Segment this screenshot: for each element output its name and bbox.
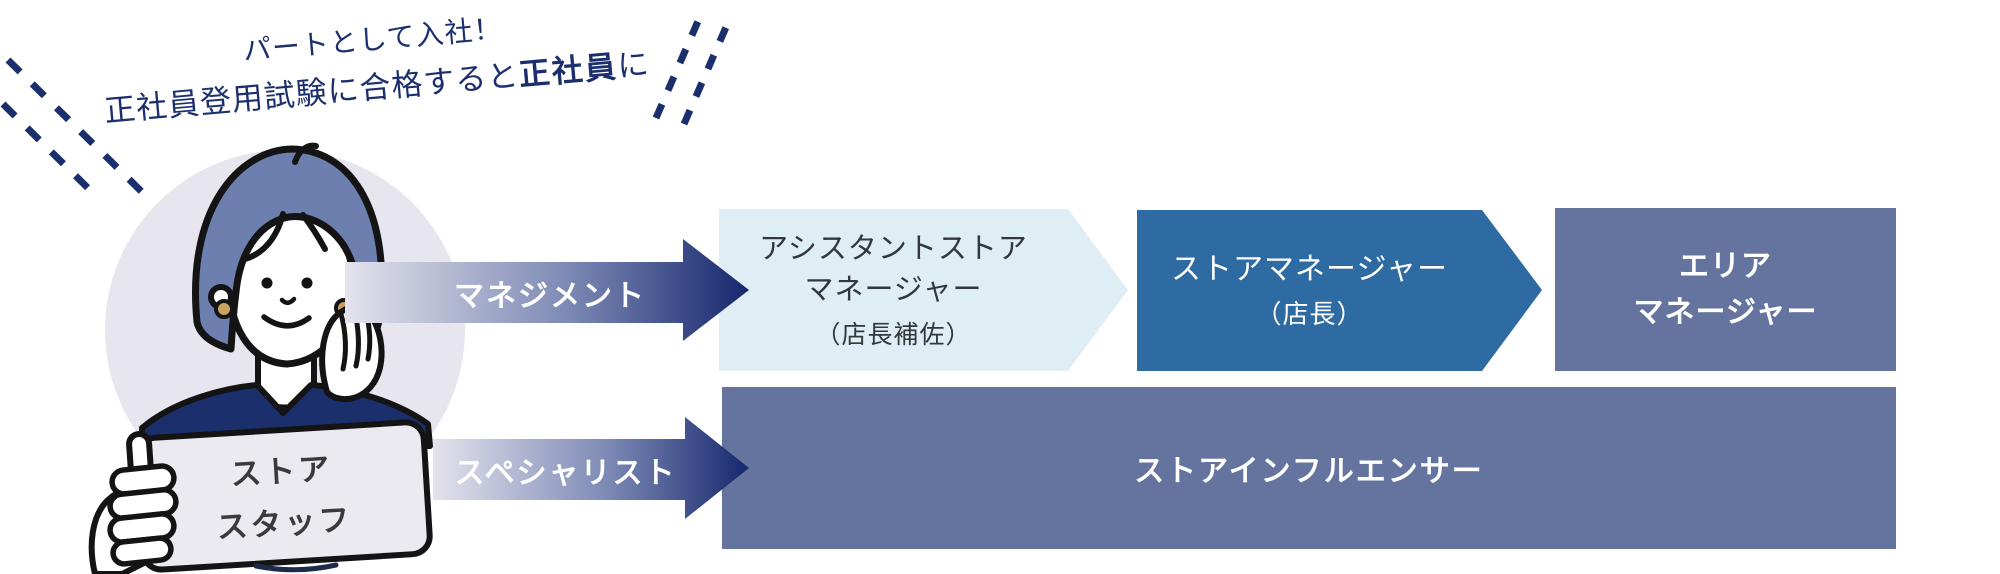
step-store-influencer-shape — [722, 387, 1896, 549]
step-area-manager-shape — [1555, 208, 1896, 371]
speed-lines-right-icon — [652, 10, 734, 126]
earring-left — [214, 299, 234, 319]
speed-lines-left-icon — [0, 57, 145, 201]
step-assistant-store-manager-shape — [719, 209, 1128, 371]
hand-on-cheek — [319, 304, 385, 403]
hand-holding-sign — [88, 431, 179, 574]
management-arrow — [345, 239, 749, 341]
sign-shadow — [253, 562, 339, 573]
smile — [261, 314, 312, 329]
specialist-arrow — [433, 417, 749, 519]
store-staff-sign — [134, 419, 433, 573]
step-store-manager-shape — [1137, 210, 1542, 371]
avatar-illustration — [88, 142, 465, 574]
